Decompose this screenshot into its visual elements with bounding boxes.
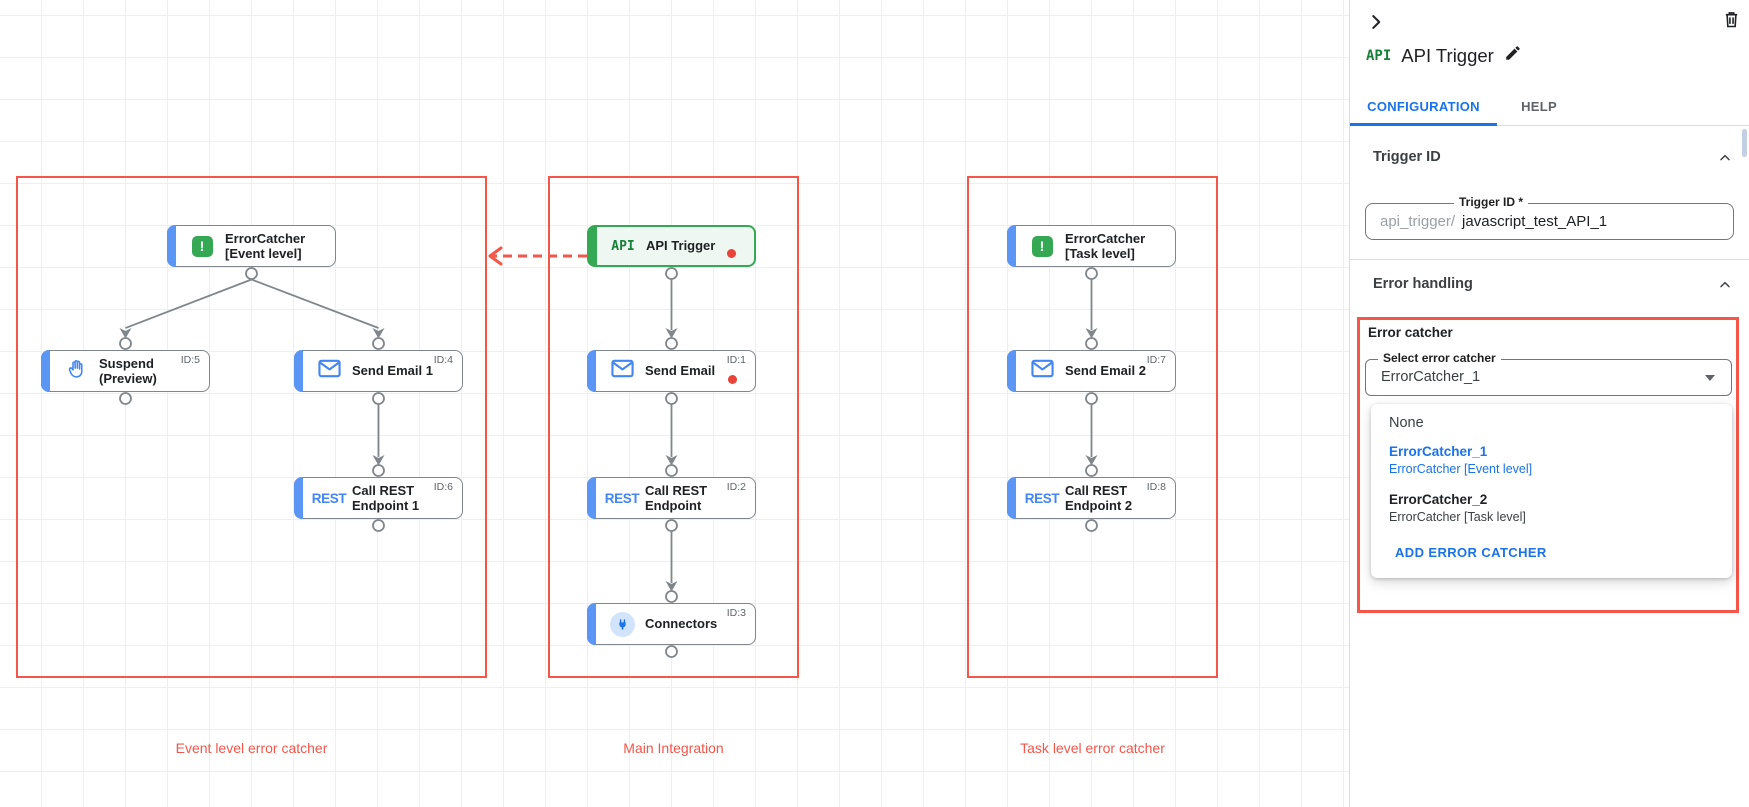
node-send-email[interactable]: Send Email ID:1: [587, 350, 756, 392]
node-label: Call RESTEndpoint 2: [1065, 483, 1132, 514]
node-accent-bar: [41, 350, 50, 392]
add-error-catcher-button[interactable]: ADD ERROR CATCHER: [1395, 545, 1547, 560]
config-panel: API API Trigger CONFIGURATION HELP Trigg…: [1349, 0, 1749, 807]
node-ec-task[interactable]: ! ErrorCatcher[Task level]: [1007, 225, 1176, 267]
node-accent-bar: [1007, 225, 1016, 267]
node-label: Send Email 2: [1065, 363, 1146, 379]
node-label: Suspend(Preview): [99, 356, 157, 387]
rest-icon: REST: [312, 491, 346, 506]
email-icon: [1031, 359, 1054, 383]
node-id-badge: ID:7: [1147, 354, 1166, 366]
group-label-main: Main Integration: [548, 740, 799, 760]
menu-item-errorcatcher-1[interactable]: ErrorCatcher_1 ErrorCatcher [Event level…: [1389, 444, 1532, 476]
collapse-trigger-id-icon[interactable]: [1717, 150, 1735, 168]
node-accent-bar: [294, 350, 303, 392]
node-api-trigger[interactable]: API API Trigger: [587, 225, 756, 267]
node-call-rest-1[interactable]: REST Call RESTEndpoint 1 ID:6: [294, 477, 463, 519]
error-catcher-highlight: Error catcher Select error catcher Error…: [1357, 317, 1739, 613]
node-label: API Trigger: [646, 238, 715, 254]
rest-icon: REST: [1025, 491, 1059, 506]
panel-title: API Trigger: [1401, 45, 1494, 67]
error-dot-icon: [727, 249, 736, 258]
collapse-error-handling-icon[interactable]: [1717, 277, 1735, 295]
delete-trigger-icon[interactable]: [1721, 9, 1743, 31]
error-icon: !: [1032, 236, 1053, 257]
connector-icon: [610, 612, 635, 637]
node-accent-bar: [1007, 477, 1016, 519]
menu-item-errorcatcher-2[interactable]: ErrorCatcher_2 ErrorCatcher [Task level]: [1389, 492, 1526, 524]
error-dot-icon: [728, 375, 737, 384]
node-suspend[interactable]: Suspend(Preview) ID:5: [41, 350, 210, 392]
tab-configuration[interactable]: CONFIGURATION: [1350, 88, 1497, 126]
node-label: ErrorCatcher[Event level]: [225, 231, 305, 262]
error-catcher-label: Error catcher: [1368, 325, 1453, 340]
trigger-id-value: javascript_test_API_1: [1462, 213, 1607, 230]
node-id-badge: ID:6: [434, 481, 453, 493]
hand-icon: [66, 358, 87, 385]
edit-title-icon[interactable]: [1504, 44, 1522, 67]
section-divider: [1350, 259, 1749, 260]
node-accent-bar: [587, 603, 596, 645]
trigger-id-field[interactable]: Trigger ID * api_trigger/ javascript_tes…: [1365, 203, 1734, 240]
node-call-rest[interactable]: REST Call RESTEndpoint ID:2: [587, 477, 756, 519]
menu-item-none[interactable]: None: [1389, 415, 1424, 431]
api-icon: API: [611, 239, 634, 254]
node-label: Send Email: [645, 363, 715, 379]
node-id-badge: ID:3: [727, 607, 746, 619]
panel-header: API API Trigger: [1366, 44, 1522, 67]
node-send-email-1[interactable]: Send Email 1ID:4: [294, 350, 463, 392]
error-icon: !: [192, 236, 213, 257]
node-label: Call RESTEndpoint 1: [352, 483, 419, 514]
node-id-badge: ID:8: [1147, 481, 1166, 493]
trigger-id-prefix: api_trigger/: [1380, 213, 1455, 230]
collapse-panel-icon[interactable]: [1365, 11, 1387, 33]
panel-tabs: CONFIGURATION HELP: [1350, 88, 1749, 126]
node-label: ErrorCatcher[Task level]: [1065, 231, 1145, 262]
node-accent-bar: [1007, 350, 1016, 392]
node-accent-bar: [167, 225, 176, 267]
tab-help[interactable]: HELP: [1497, 88, 1581, 126]
workflow-canvas[interactable]: ! ErrorCatcher[Event level] Suspend(Previe…: [0, 0, 1349, 807]
group-label-task: Task level error catcher: [967, 740, 1218, 760]
node-accent-bar: [587, 477, 596, 519]
node-label: Call RESTEndpoint: [645, 483, 707, 514]
error-catcher-dropdown-menu: None ErrorCatcher_1 ErrorCatcher [Event …: [1371, 404, 1732, 578]
section-trigger-id-title[interactable]: Trigger ID: [1373, 149, 1441, 165]
rest-icon: REST: [605, 491, 639, 506]
group-label-event: Event level error catcher: [16, 740, 487, 760]
node-label: Connectors: [645, 616, 717, 632]
node-id-badge: ID:2: [727, 481, 746, 493]
node-id-badge: ID:1: [727, 354, 746, 366]
select-label: Select error catcher: [1378, 351, 1501, 365]
email-icon: [611, 359, 634, 383]
node-label: Send Email 1: [352, 363, 433, 379]
node-id-badge: ID:5: [181, 354, 200, 366]
node-accent-bar: [588, 226, 597, 266]
dropdown-arrow-icon: [1705, 375, 1715, 381]
node-call-rest-2[interactable]: REST Call RESTEndpoint 2 ID:8: [1007, 477, 1176, 519]
trigger-id-field-label: Trigger ID *: [1454, 195, 1528, 209]
section-error-handling-title[interactable]: Error handling: [1373, 276, 1473, 292]
node-id-badge: ID:4: [434, 354, 453, 366]
node-accent-bar: [587, 350, 596, 392]
node-send-email-2[interactable]: Send Email 2ID:7: [1007, 350, 1176, 392]
error-catcher-select[interactable]: Select error catcher ErrorCatcher_1: [1365, 359, 1732, 396]
node-accent-bar: [294, 477, 303, 519]
api-trigger-icon: API: [1366, 48, 1391, 64]
panel-scrollbar[interactable]: [1742, 129, 1747, 157]
email-icon: [318, 359, 341, 383]
select-value: ErrorCatcher_1: [1381, 369, 1480, 385]
node-connectors[interactable]: Connectors ID:3: [587, 603, 756, 645]
edges-layer: [0, 0, 1349, 807]
node-ec-event[interactable]: ! ErrorCatcher[Event level]: [167, 225, 336, 267]
